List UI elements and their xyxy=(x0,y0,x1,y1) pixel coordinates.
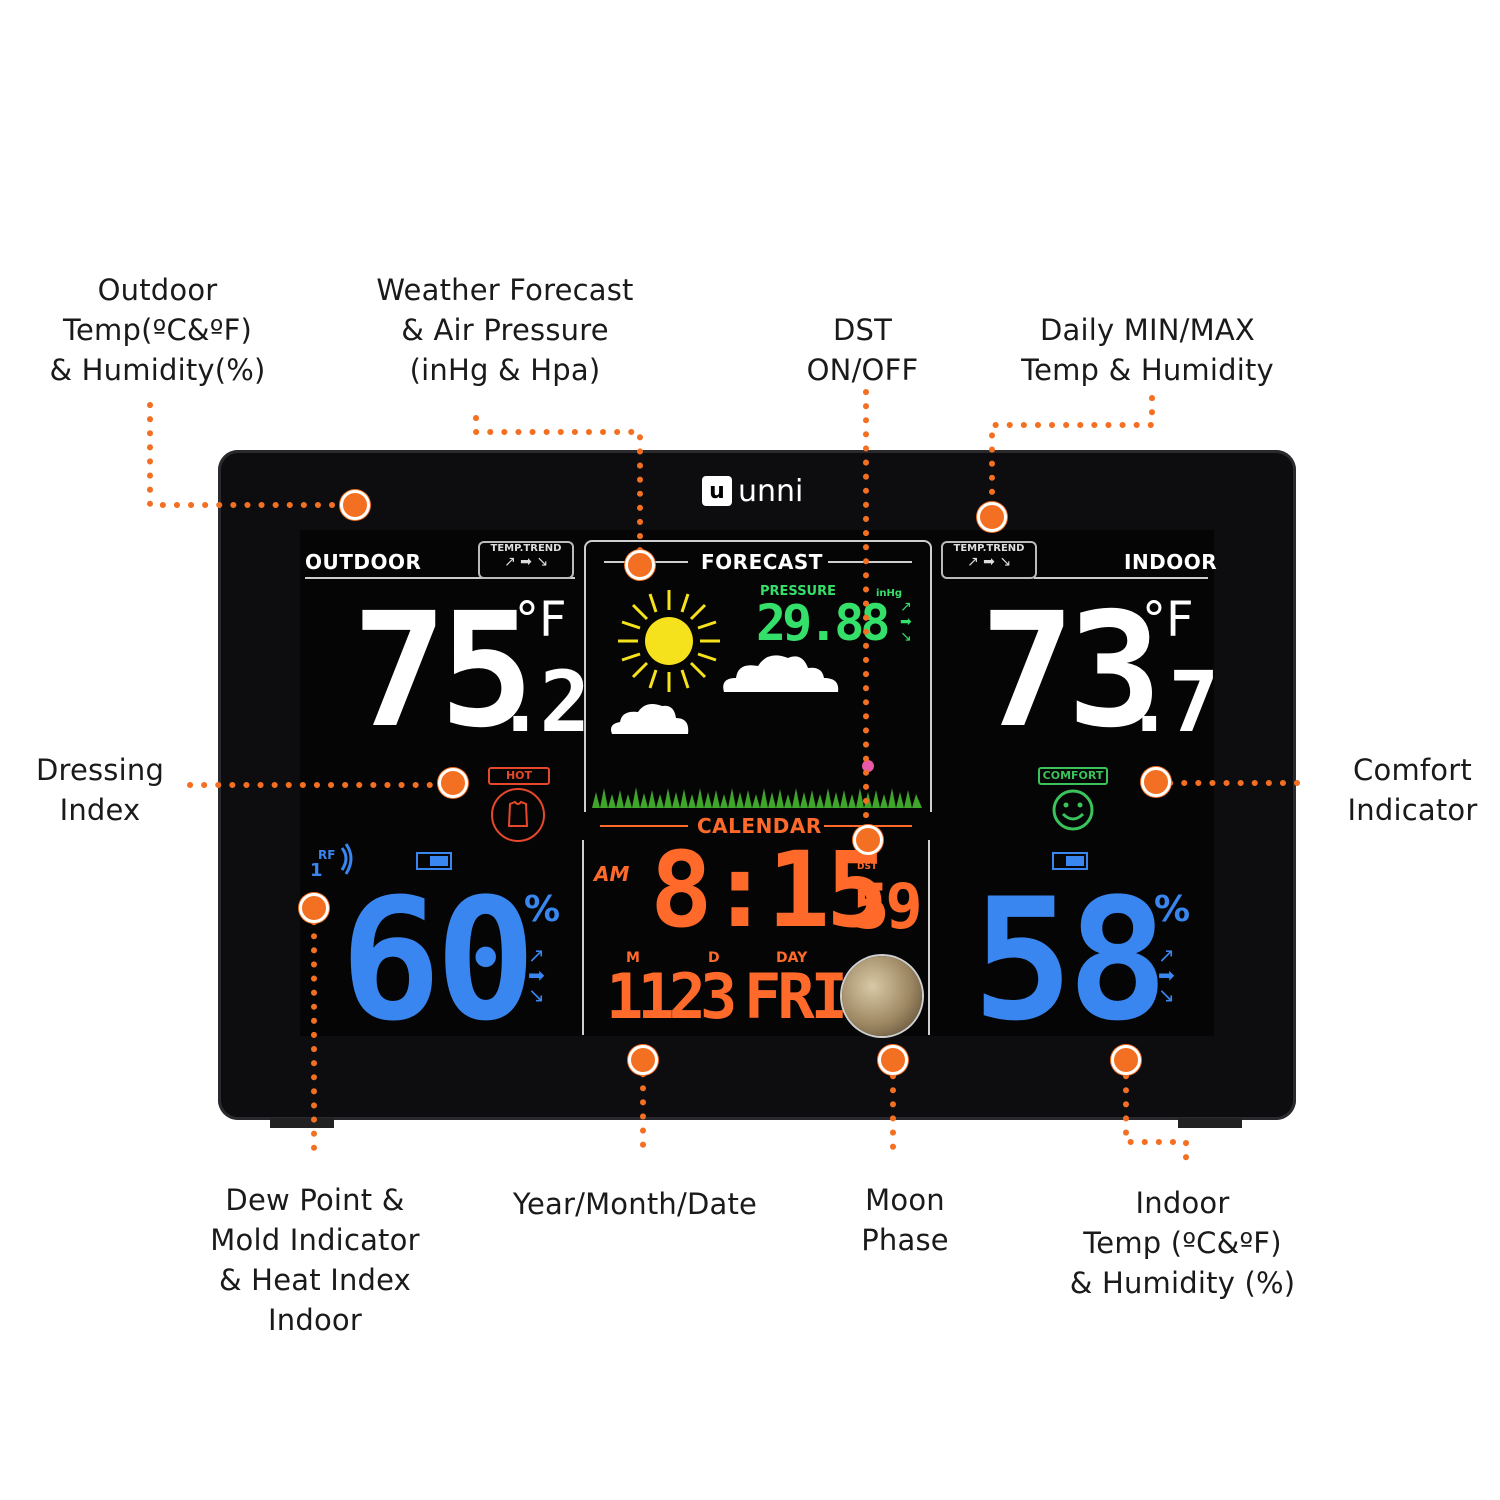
grass-icon xyxy=(592,782,922,808)
comfort-smiley-icon xyxy=(1051,788,1095,836)
indoor-divider xyxy=(1034,577,1208,579)
outdoor-divider xyxy=(305,577,575,579)
marker-date xyxy=(628,1045,658,1075)
comfort-tag: COMFORT xyxy=(1038,767,1108,785)
outdoor-label: OUTDOOR xyxy=(305,550,422,574)
callout-comfort-indicator: Comfort Indicator xyxy=(1347,753,1478,827)
indoor-label: INDOOR xyxy=(1124,550,1218,574)
device-foot-left xyxy=(270,1118,334,1128)
outdoor-trend-box: TEMP.TREND ↗ ➡ ↘ xyxy=(478,541,574,579)
cloud-large-icon xyxy=(718,648,842,698)
pressure-trend-icon: ↗➡↘ xyxy=(900,599,912,645)
clock-time: 8:15 xyxy=(650,829,888,951)
indoor-temp-decimal: .7 xyxy=(1124,653,1219,751)
callout-indoor-temp: Indoor Temp (ºC&ºF) & Humidity (%) xyxy=(1069,1186,1296,1300)
forecast-line-right xyxy=(828,561,912,563)
marker-indoor-temp xyxy=(1111,1045,1141,1075)
rf-label: RF xyxy=(318,848,336,862)
moon-phase-icon xyxy=(842,956,922,1036)
indoor-trend-label: TEMP.TREND xyxy=(953,543,1025,554)
cloud-small-icon xyxy=(608,700,692,740)
outdoor-temp-unit: °F xyxy=(515,592,567,648)
marker-outdoor-temp xyxy=(340,490,370,520)
callout-outdoor-temp: Outdoor Temp(ºC&ºF) & Humidity(%) xyxy=(49,273,266,387)
outdoor-humidity-trend-icon: ↗➡↘ xyxy=(528,943,545,1007)
marker-dressing-index xyxy=(438,768,468,798)
outdoor-trend-arrows-icon: ↗ ➡ ↘ xyxy=(503,554,549,570)
callout-date: Year/Month/Date xyxy=(512,1187,758,1221)
outdoor-battery-icon xyxy=(416,852,452,870)
dressing-hot-tag: HOT xyxy=(488,767,550,785)
pressure-unit: inHg xyxy=(876,588,903,599)
indoor-temp-unit: °F xyxy=(1142,592,1194,648)
outdoor-humidity: 60 xyxy=(340,862,536,1058)
callout-forecast-pressure: Weather Forecast & Air Pressure (inHg & … xyxy=(376,273,634,387)
flower-icon xyxy=(862,760,874,772)
indoor-trend-arrows-icon: ↗ ➡ ↘ xyxy=(966,554,1012,570)
calendar-line-left xyxy=(600,825,688,827)
marker-comfort xyxy=(1141,767,1171,797)
clock-seconds: 59 xyxy=(852,870,923,943)
indoor-humidity-unit: % xyxy=(1154,889,1191,930)
callout-dressing-index: Dressing Index xyxy=(35,753,165,827)
indoor-humidity: 58 xyxy=(972,862,1168,1058)
clock-ampm: AM xyxy=(594,862,630,886)
brand-logo-icon: u xyxy=(702,476,732,506)
sun-icon xyxy=(614,586,724,700)
brand: u unni xyxy=(702,473,804,509)
callout-dew-point: Dew Point & Mold Indicator & Heat Index … xyxy=(210,1183,420,1337)
outdoor-temp-decimal: .2 xyxy=(495,653,590,751)
brand-name: unni xyxy=(738,473,804,509)
marker-dst xyxy=(853,825,883,855)
callout-moon-phase: Moon Phase xyxy=(861,1183,949,1257)
outdoor-trend-label: TEMP.TREND xyxy=(490,543,562,554)
device-foot-right xyxy=(1178,1118,1242,1128)
marker-min-max xyxy=(977,502,1007,532)
forecast-frame xyxy=(584,540,932,812)
rf-channel: 1 xyxy=(310,860,323,881)
calendar-frame-right xyxy=(928,840,930,1035)
marker-moon xyxy=(878,1045,908,1075)
indoor-temp-main: 73 xyxy=(980,579,1162,763)
indoor-humidity-trend-icon: ↗➡↘ xyxy=(1158,943,1175,1007)
marker-dew-point xyxy=(299,893,329,923)
indoor-battery-icon xyxy=(1052,852,1088,870)
day-label: D xyxy=(708,950,720,966)
outdoor-temp-main: 75 xyxy=(352,579,534,763)
forecast-label: FORECAST xyxy=(697,550,827,574)
calendar-frame-left xyxy=(582,840,584,1035)
weekday-label: DAY xyxy=(776,950,808,966)
pressure-label: PRESSURE xyxy=(760,584,837,599)
calendar-weekday: FRI xyxy=(744,960,848,1033)
marker-forecast xyxy=(625,550,655,580)
indoor-trend-box: TEMP.TREND ↗ ➡ ↘ xyxy=(941,541,1037,579)
dressing-shirt-icon xyxy=(491,788,545,842)
pressure-value: 29.88 xyxy=(756,594,891,652)
outdoor-humidity-unit: % xyxy=(524,889,561,930)
month-label: M xyxy=(626,950,640,966)
calendar-date: 1123 xyxy=(606,960,737,1033)
calendar-label: CALENDAR xyxy=(697,814,822,838)
callout-dst: DST ON/OFF xyxy=(806,313,919,387)
callout-min-max: Daily MIN/MAX Temp & Humidity xyxy=(1021,313,1274,387)
dst-label: DST xyxy=(857,862,878,872)
